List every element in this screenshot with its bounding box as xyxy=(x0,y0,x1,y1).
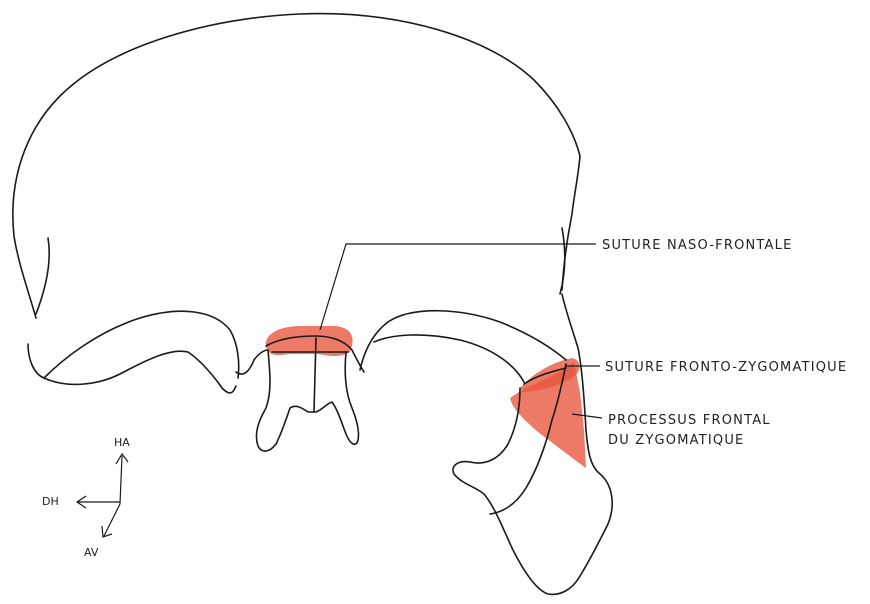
left-orbit-inner-notch xyxy=(236,350,268,374)
orientation-compass: HA DH AV xyxy=(42,436,130,559)
compass-label-side: DH xyxy=(42,495,59,508)
zygomatic-bone-outline xyxy=(453,294,612,594)
leader-naso-frontale xyxy=(320,244,596,330)
label-processus-line1: PROCESSUS FRONTAL xyxy=(608,413,771,428)
right-orbit-lower-contour xyxy=(374,335,524,382)
compass-label-up: HA xyxy=(114,436,130,449)
left-temporal-line xyxy=(36,238,49,314)
label-suture-fronto-zygomatique: SUTURE FRONTO-ZYGOMATIQUE xyxy=(605,360,847,375)
label-suture-naso-frontale: SUTURE NASO-FRONTALE xyxy=(602,238,793,253)
skull-outline xyxy=(13,14,612,595)
nasal-bones-outline xyxy=(256,350,358,451)
compass-label-front: AV xyxy=(84,546,99,559)
compass-up-arrow xyxy=(116,454,128,504)
compass-left-arrow xyxy=(77,496,120,508)
left-orbit-lower-contour xyxy=(44,351,236,393)
annotation-labels: SUTURE NASO-FRONTALE SUTURE FRONTO-ZYGOM… xyxy=(602,238,847,448)
compass-front-arrow xyxy=(102,504,120,537)
cranial-vault-outline xyxy=(13,14,580,318)
label-processus-line2: DU ZYGOMATIQUE xyxy=(608,433,744,448)
right-temporal-line xyxy=(560,228,565,294)
